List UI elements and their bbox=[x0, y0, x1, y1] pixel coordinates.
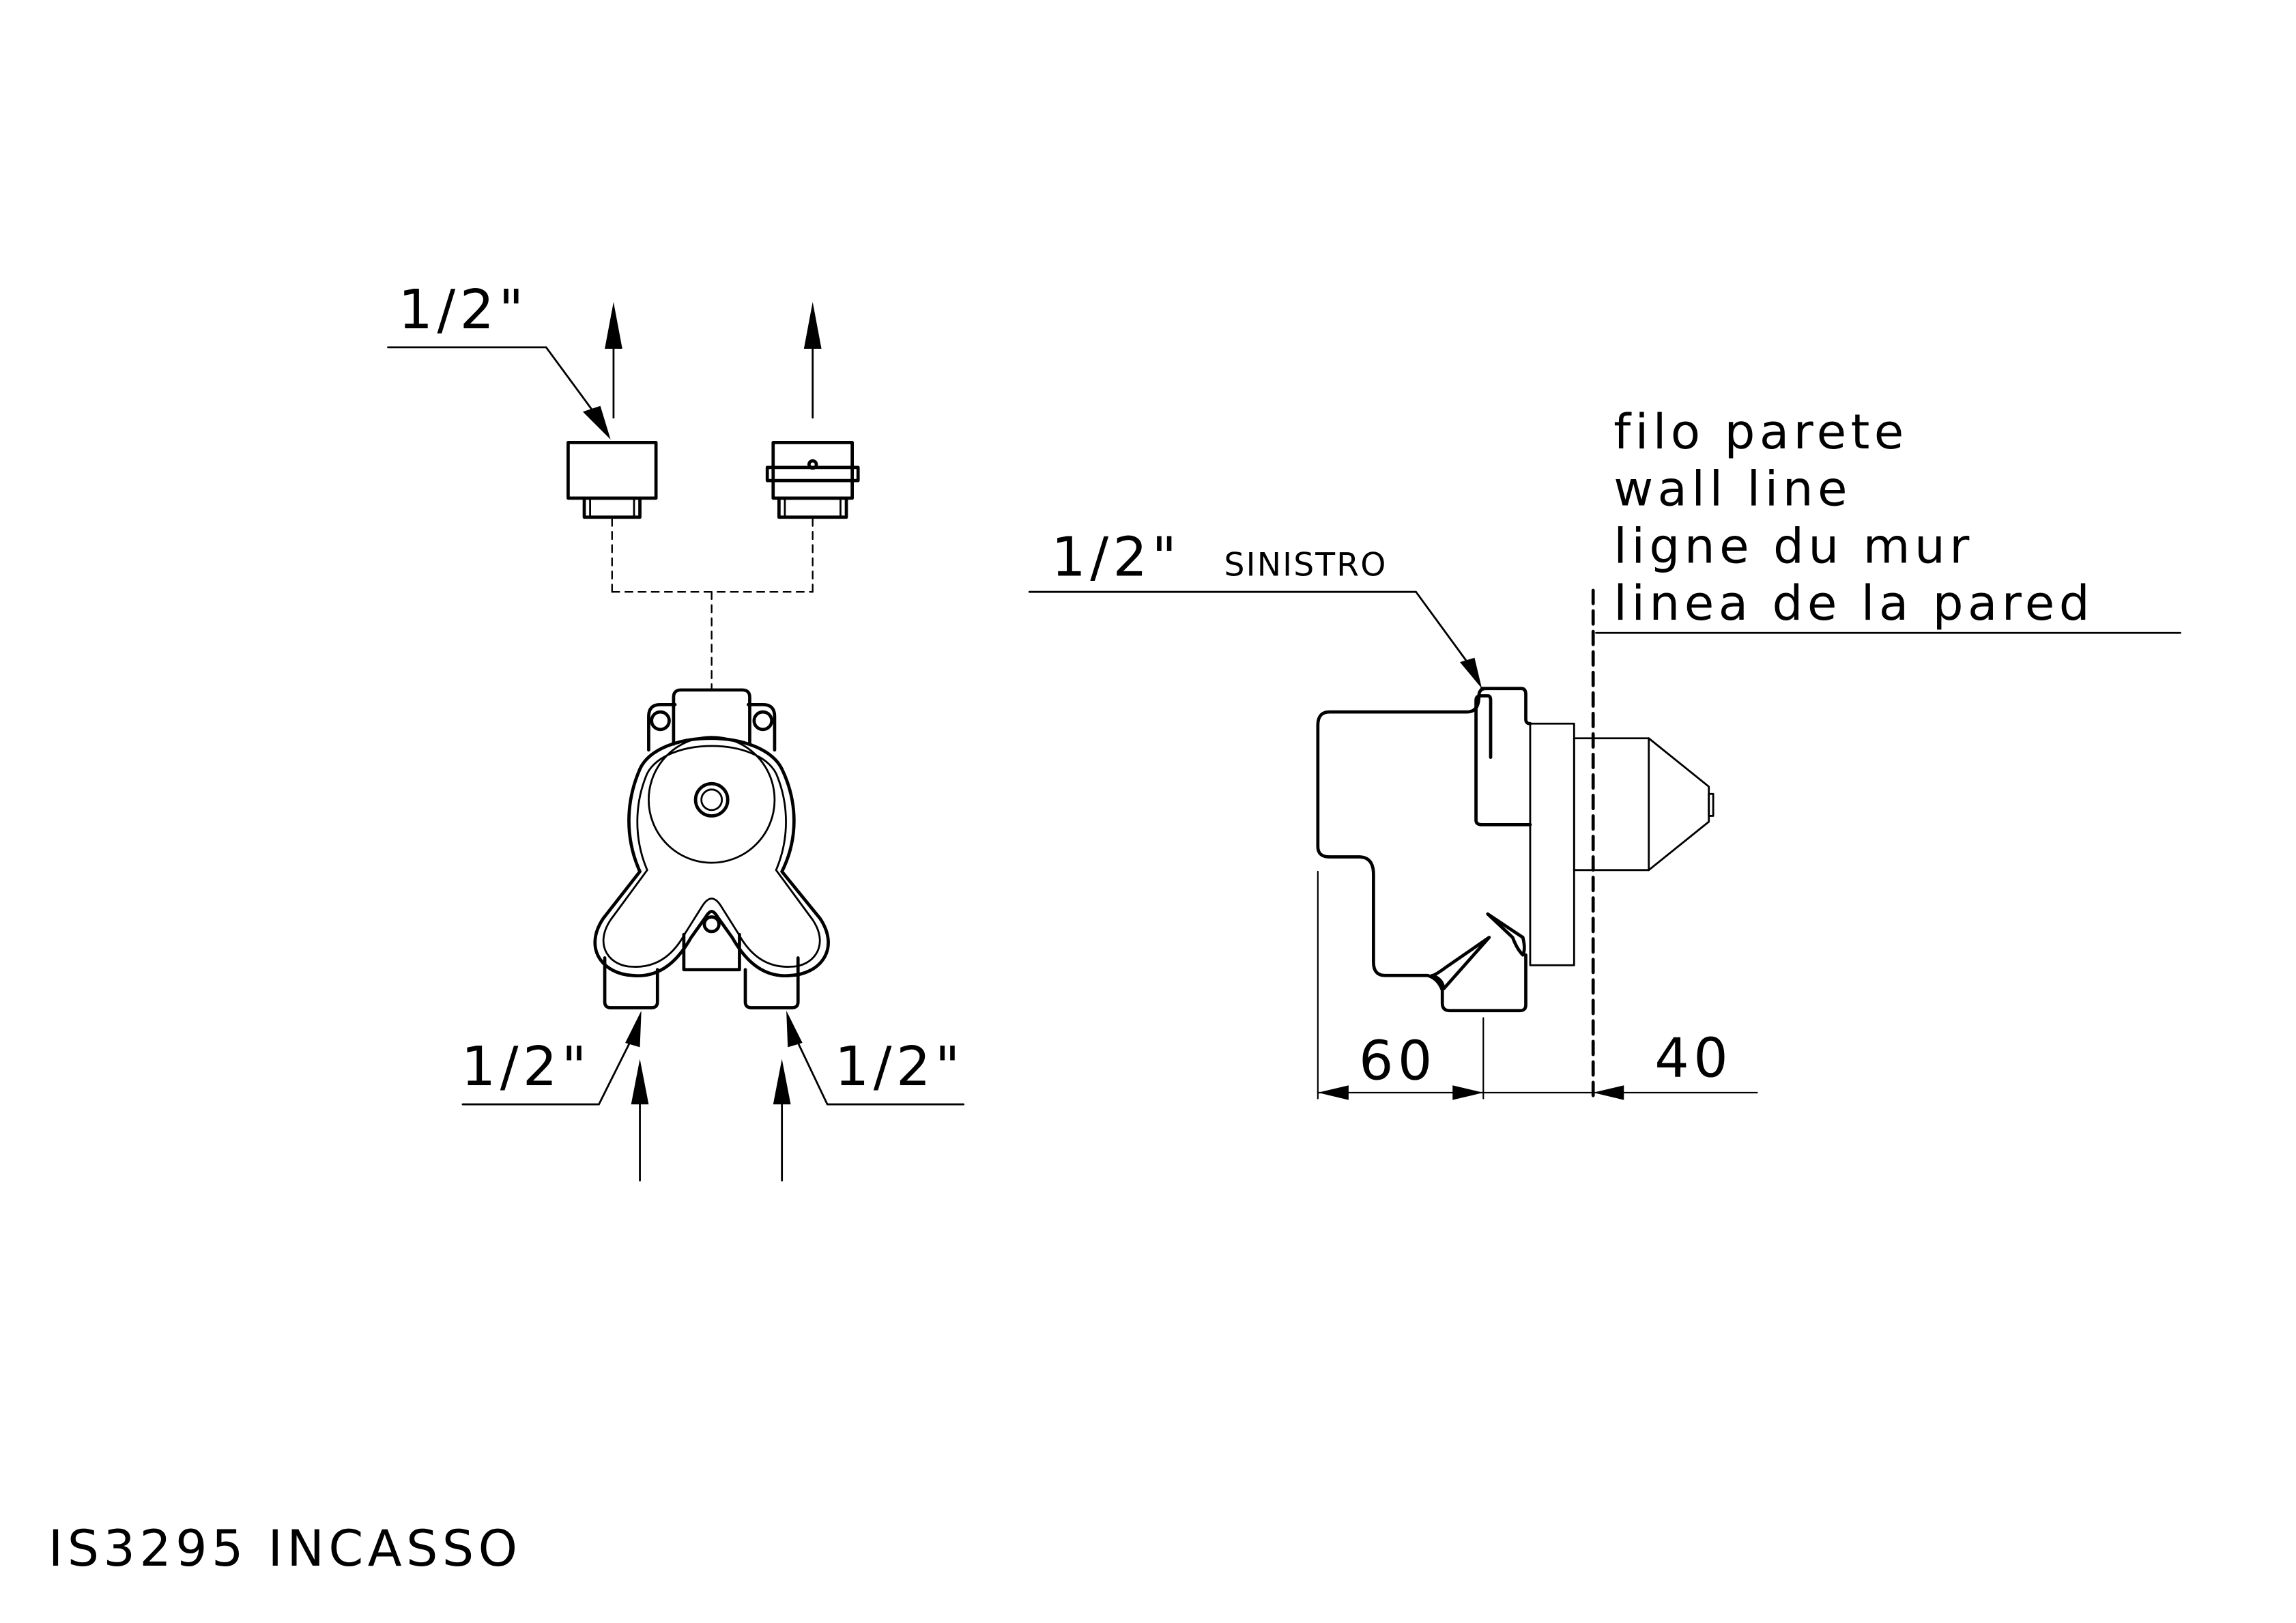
leader-arrowhead bbox=[786, 1010, 803, 1048]
connection-side-label: SINISTRO bbox=[1224, 547, 1388, 584]
connection-callout: 1/2" SINISTRO bbox=[1028, 526, 1482, 689]
inlet-right-label: 1/2" bbox=[835, 1035, 964, 1098]
dimension-projection: 40 bbox=[1482, 1026, 1758, 1100]
outlet-fitting-right bbox=[765, 440, 860, 519]
leader-arrowhead bbox=[1459, 657, 1482, 689]
dimension-value-60: 60 bbox=[1359, 1029, 1437, 1093]
front-view: 1/2" bbox=[387, 278, 965, 1182]
outlet-fitting-left bbox=[566, 440, 658, 519]
wall-line-label-en: wall line bbox=[1613, 461, 1852, 517]
connection-size-label: 1/2" bbox=[1051, 526, 1181, 589]
inlet-right-callout: 1/2" bbox=[786, 1010, 965, 1106]
outlet-left-label: 1/2" bbox=[399, 278, 528, 341]
dimension-value-40: 40 bbox=[1654, 1026, 1732, 1089]
wall-line-label-es: linea de la pared bbox=[1613, 575, 2094, 631]
drawing-title: IS3295 INCASSO bbox=[48, 1520, 522, 1578]
leader-arrowhead bbox=[625, 1010, 642, 1048]
leader-line bbox=[461, 1042, 631, 1106]
inlet-flow-arrow-right bbox=[773, 1059, 791, 1182]
inlet-flow-arrow-left bbox=[631, 1059, 649, 1182]
leader-arrowhead bbox=[582, 405, 611, 440]
outlet-flow-arrow-right bbox=[803, 302, 822, 419]
wall-line-labels: filo parete wall line ligne du mur linea… bbox=[1595, 403, 2181, 634]
valve-body-side bbox=[1316, 687, 1714, 1013]
wall-line-label-fr: ligne du mur bbox=[1613, 517, 1974, 574]
wall-line-label-it: filo parete bbox=[1613, 403, 1908, 460]
outlet-left-callout: 1/2" bbox=[387, 278, 611, 440]
hidden-connection-lines bbox=[611, 517, 814, 689]
leader-line bbox=[387, 346, 600, 420]
valve-body-front bbox=[593, 688, 830, 1009]
side-view: 1/2" SINISTRO filo parete wall line lign… bbox=[1028, 403, 2181, 1100]
inlet-left-callout: 1/2" bbox=[461, 1010, 642, 1106]
leader-line bbox=[797, 1042, 965, 1106]
inlet-left-label: 1/2" bbox=[461, 1035, 591, 1098]
dimension-body-depth: 60 bbox=[1317, 870, 1484, 1100]
outlet-flow-arrow-left bbox=[605, 302, 622, 419]
leader-line bbox=[1028, 590, 1473, 670]
